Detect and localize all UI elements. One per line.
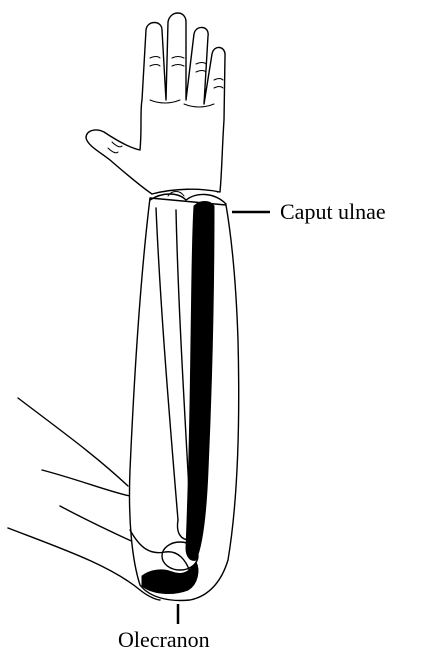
hand xyxy=(86,13,225,194)
caput-ulnae-label: Caput ulnae xyxy=(280,199,386,224)
olecranon-label: Olecranon xyxy=(118,627,210,652)
